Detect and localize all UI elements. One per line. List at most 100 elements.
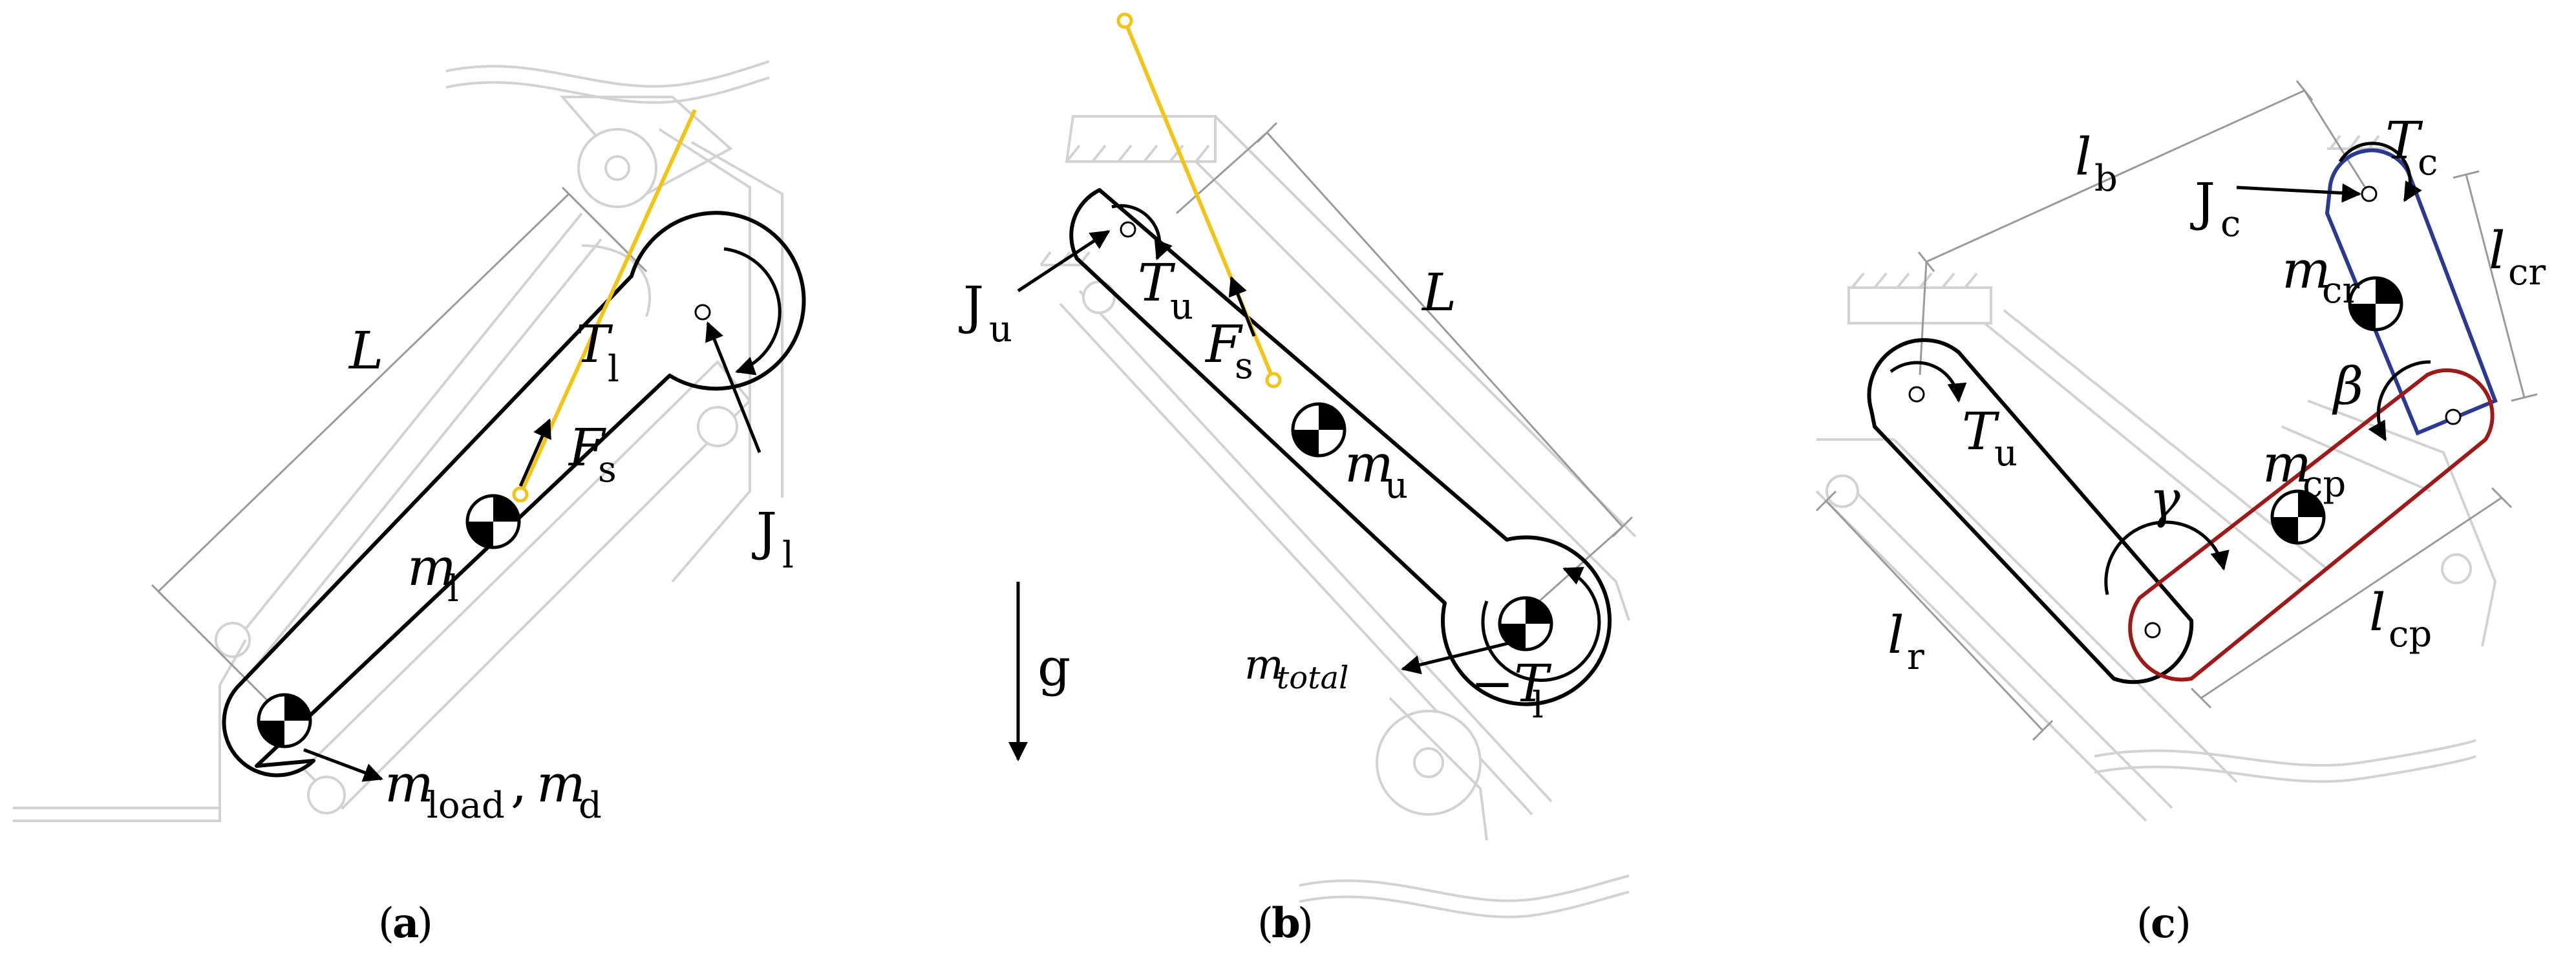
panel-a-dimension-L (151, 186, 648, 712)
panel-c-joint-bottom (2144, 622, 2161, 639)
panel-c-label-Tu-sub: u (1994, 432, 2017, 474)
panel-a-label-md-sub: d (579, 785, 602, 827)
panel-b-label-m: m (1345, 434, 1394, 494)
panel-c-label-mcr-sub: cr (2322, 270, 2359, 312)
panel-b-label-m-sub: u (1385, 465, 1408, 507)
panel-c-dimension-lcr (2453, 170, 2538, 402)
panel-a-label-T: T (575, 314, 613, 374)
panel-b-spring-end (1265, 372, 1282, 388)
panel-a-mass-marker-icon (467, 496, 519, 547)
panel-b-inertia-arrow-icon (1017, 229, 1111, 293)
panel-b-ghost-frame (1039, 115, 1637, 918)
panel-c-joint-left (1908, 386, 1925, 403)
panel-c-inertia-arrow-icon (2236, 183, 2361, 203)
panel-c-joint-top (2361, 186, 2378, 202)
panel-c-label-gamma: γ (2149, 469, 2180, 529)
panel-a-label-mload: m (385, 754, 434, 814)
panel-b-label-J-sub: u (989, 308, 1012, 350)
panel-a-caption-close: ) (417, 900, 433, 948)
panel-c-label-Tc-sub: c (2418, 142, 2438, 184)
panel-b-label-negT-sub: l (1532, 684, 1544, 726)
panel-b-label-T-sub: u (1170, 286, 1193, 328)
panel-c-label-mcp-sub: cp (2303, 463, 2346, 505)
panel-c-label-Tc: T (2385, 111, 2423, 171)
panel-c-label-lb-sub: b (2094, 158, 2118, 200)
panel-a-force-arrow-icon (518, 418, 551, 487)
panel-a-label-J: J (752, 502, 777, 562)
panel-c-dimension-lb (1917, 80, 2370, 376)
panel-b-caption-open: ( (1257, 900, 1273, 948)
panel-a-label-comma: , (511, 754, 527, 814)
panel-c-label-lcr: l (2489, 220, 2506, 281)
panel-c-label-mcr: m (2282, 240, 2331, 300)
panel-a-spring-end (512, 486, 529, 503)
panel-a-caption-open: ( (378, 900, 394, 948)
panel-a-load-arrow-icon (303, 748, 383, 782)
panel-a-label-m-sub: l (447, 568, 459, 610)
panel-b-torque-arc-upper-icon (1111, 204, 1173, 260)
panel-a-ghost-frame (13, 60, 783, 822)
panel-a-label-T-sub: l (608, 348, 619, 390)
panel-c-label-lcp: l (2369, 582, 2386, 642)
panel-a: L T l F s J l m l m load , m d ( a ) (13, 60, 806, 948)
panel-a-label-J-sub: l (782, 535, 794, 577)
panel-c-label-lr-sub: r (1907, 636, 1924, 678)
panel-c-label-beta: β (2332, 356, 2363, 416)
panel-b-torque-arc-lower-icon (1481, 567, 1601, 682)
panel-b-force-arrow-icon (1228, 276, 1256, 337)
panel-c-dimension-lr (1815, 490, 2054, 741)
panel-b-label-F: F (1204, 314, 1243, 374)
panel-c-caption: c (2151, 899, 2176, 948)
panel-a-inertia-arrow-icon (705, 321, 761, 453)
panel-b-mass-marker-icon (1293, 404, 1345, 456)
panel-c-dimension-lcp (2190, 487, 2513, 709)
panel-b-label-g: g (1038, 637, 1070, 697)
panel-a-label-md: m (537, 754, 586, 814)
panel-c-label-Jc-sub: c (2220, 203, 2241, 245)
panel-c-upper-link (1867, 338, 2194, 684)
panel-b-joint-upper (1120, 221, 1136, 238)
panel-b-caption-close: ) (1297, 900, 1314, 948)
panel-a-label-F-sub: s (598, 449, 617, 491)
panel-b-label-mtotal: m (1244, 641, 1284, 689)
panel-c-coupler-plate (2128, 368, 2495, 682)
panel-b-label-L: L (1421, 262, 1456, 323)
panel-c-label-lcr-sub: cr (2508, 251, 2546, 293)
panel-a-label-F: F (568, 418, 606, 478)
panel-c-label-Jc: J (2190, 172, 2215, 232)
panel-a-caption: a (392, 899, 419, 948)
panel-a-label-L: L (348, 321, 383, 381)
panel-b-spring-top (1116, 12, 1133, 29)
panel-c-torque-arc-top-icon (2338, 142, 2422, 202)
panel-a-lower-link (222, 211, 806, 778)
panel-b-total-mass-marker-icon (1500, 598, 1551, 650)
panel-b-label-mtotal-sub: total (1277, 660, 1348, 696)
panel-b: g L J u T u F s m u m total −T l ( b ) (959, 12, 1637, 948)
panel-c-label-lr: l (1888, 605, 1904, 665)
panel-a-label-mload-sub: load (427, 785, 505, 827)
panel-b-upper-link (1069, 188, 1612, 706)
panel-c-label-lcp-sub: cp (2389, 613, 2432, 655)
panel-c-gamma-arc-icon (2104, 520, 2230, 595)
panel-c-joint-right (2445, 408, 2462, 425)
panel-a-torque-arc-icon (723, 247, 782, 376)
panel-c-caption-close: ) (2175, 900, 2191, 948)
panel-c-label-mcp: m (2262, 434, 2312, 494)
panel-a-load-mass-marker-icon (259, 695, 310, 747)
panel-b-caption: b (1272, 899, 1301, 948)
panel-c-label-Tu: T (1962, 401, 2000, 461)
panel-b-label-negT: −T (1471, 653, 1552, 714)
panel-a-joint (694, 304, 711, 321)
panel-c-label-lb: l (2075, 127, 2092, 187)
panel-a-label-m: m (407, 537, 456, 597)
panel-c-beta-arc-icon (2368, 360, 2431, 441)
panel-c-torque-arc-left-icon (1889, 361, 1967, 403)
panel-c: l b T c J c l cr m cr β T u γ m cp l r l… (1815, 80, 2546, 948)
panel-b-label-F-sub: s (1235, 345, 1253, 387)
panel-b-label-J: J (959, 275, 984, 335)
panel-c-caption-open: ( (2136, 900, 2153, 948)
panel-b-total-mass-arrow-icon (1401, 638, 1523, 675)
panel-b-label-T: T (1138, 253, 1176, 313)
